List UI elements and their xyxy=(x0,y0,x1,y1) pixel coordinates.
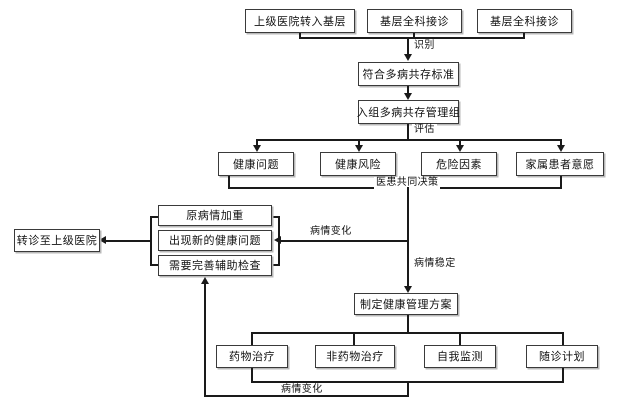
connector-assessment-split-bar xyxy=(256,139,562,141)
connector-decide-up-1 xyxy=(228,176,230,188)
connector-assess-drop-2 xyxy=(358,139,360,147)
node-enroll-group[interactable]: 入组多病共存管理组 xyxy=(356,100,461,124)
connector-assess-line xyxy=(407,124,409,140)
connector-interv-drop-2 xyxy=(353,332,355,345)
node-label: 非药物治疗 xyxy=(326,350,384,363)
connector-feedback-riser xyxy=(204,284,206,396)
node-label: 需要完善辅助检查 xyxy=(169,259,261,272)
connector-assess-drop-4 xyxy=(560,139,562,147)
connector-assess-drop-3 xyxy=(459,139,461,147)
arrowhead-health-plan xyxy=(403,286,412,293)
node-risk-factor[interactable]: 危险因素 xyxy=(421,152,497,176)
connector-deterioration-left-bottom xyxy=(150,264,159,266)
node-meets-criteria[interactable]: 符合多病共存标准 xyxy=(358,62,459,86)
connector-entry-merge-bar xyxy=(299,37,525,39)
node-label: 符合多病共存标准 xyxy=(362,67,455,81)
connector-deterioration-right-bracket xyxy=(278,216,280,266)
node-label: 危险因素 xyxy=(436,157,482,171)
connector-decision-trunk xyxy=(407,187,409,287)
connector-feedback-up-4 xyxy=(562,368,564,382)
node-label: 家属患者意愿 xyxy=(525,157,595,171)
connector-deterioration-left-top xyxy=(150,216,159,218)
node-label: 转诊至上级医院 xyxy=(16,234,98,247)
connector-assess-drop-1 xyxy=(256,139,258,147)
node-entry-gp-visit-2[interactable]: 基层全科接诊 xyxy=(477,9,572,33)
edge-label-shared-decision: 医患共同决策 xyxy=(374,177,441,189)
connector-interv-drop-4 xyxy=(562,332,564,345)
node-non-drug-therapy[interactable]: 非药物治疗 xyxy=(315,345,395,368)
arrowhead-assess-1 xyxy=(252,145,261,152)
node-label: 基层全科接诊 xyxy=(490,14,559,28)
connector-identify-line xyxy=(407,37,409,55)
node-entry-gp-visit-1[interactable]: 基层全科接诊 xyxy=(367,9,462,33)
arrowhead-assess-2 xyxy=(354,145,363,152)
connector-feedback-up-1 xyxy=(251,368,253,382)
node-family-patient-wish[interactable]: 家属患者意愿 xyxy=(516,152,604,176)
connector-feedback-bottom xyxy=(204,395,409,397)
connector-deterioration-right-bottom xyxy=(272,264,280,266)
connector-to-refer-line xyxy=(106,240,152,242)
connector-entry1-stem xyxy=(299,33,301,38)
node-entry-referral-in[interactable]: 上级医院转入基层 xyxy=(245,9,355,33)
connector-interv-drop-1 xyxy=(251,332,253,345)
node-label: 出现新的健康问题 xyxy=(169,234,261,247)
arrowhead-enroll xyxy=(403,93,412,100)
connector-criteria-to-enroll xyxy=(407,86,409,95)
arrowhead-feedback-to-exams xyxy=(200,277,209,284)
edge-label-condition-change-upper: 病情变化 xyxy=(308,226,354,238)
node-label: 制定健康管理方案 xyxy=(360,297,452,311)
node-label: 健康问题 xyxy=(233,157,279,171)
edge-label-condition-change-lower: 病情变化 xyxy=(279,384,325,396)
node-label: 基层全科接诊 xyxy=(380,14,449,28)
node-label: 上级医院转入基层 xyxy=(254,14,346,28)
node-drug-therapy[interactable]: 药物治疗 xyxy=(216,345,288,368)
connector-entry2-stem xyxy=(413,33,415,38)
arrowhead-assess-3 xyxy=(455,145,464,152)
edge-label-identify: 识别 xyxy=(412,40,437,52)
node-health-plan[interactable]: 制定健康管理方案 xyxy=(354,293,458,315)
connector-decide-up-4 xyxy=(560,176,562,188)
node-label: 原病情加重 xyxy=(186,209,244,222)
node-label: 自我监测 xyxy=(437,350,483,363)
node-followup-plan[interactable]: 随诊计划 xyxy=(526,345,598,368)
connector-interv-drop-3 xyxy=(459,332,461,345)
edge-label-assess: 评估 xyxy=(412,124,437,136)
node-self-monitoring[interactable]: 自我监测 xyxy=(424,345,496,368)
node-need-more-exams[interactable]: 需要完善辅助检查 xyxy=(158,255,272,276)
node-label: 药物治疗 xyxy=(229,350,275,363)
connector-condition-change-line xyxy=(281,240,409,242)
connector-entry3-stem xyxy=(523,33,525,38)
node-refer-upward[interactable]: 转诊至上级医院 xyxy=(14,229,100,252)
arrowhead-condition-change xyxy=(274,235,281,244)
node-health-problem[interactable]: 健康问题 xyxy=(218,152,294,176)
node-label: 随诊计划 xyxy=(539,350,585,363)
connector-feedback-drop xyxy=(407,381,409,396)
edge-label-condition-stable: 病情稳定 xyxy=(412,258,458,270)
node-new-health-problem[interactable]: 出现新的健康问题 xyxy=(158,230,272,251)
node-label: 健康风险 xyxy=(335,157,381,171)
connector-deterioration-right-top xyxy=(272,216,280,218)
arrowhead-refer-upward xyxy=(99,235,106,244)
node-label: 入组多病共存管理组 xyxy=(356,105,461,119)
connector-intervention-split-bar xyxy=(251,332,564,334)
arrowhead-identify xyxy=(403,54,412,61)
arrowhead-assess-4 xyxy=(556,145,565,152)
node-health-risk[interactable]: 健康风险 xyxy=(320,152,396,176)
node-disease-worsened[interactable]: 原病情加重 xyxy=(158,205,272,226)
connector-plan-drop xyxy=(407,315,409,333)
